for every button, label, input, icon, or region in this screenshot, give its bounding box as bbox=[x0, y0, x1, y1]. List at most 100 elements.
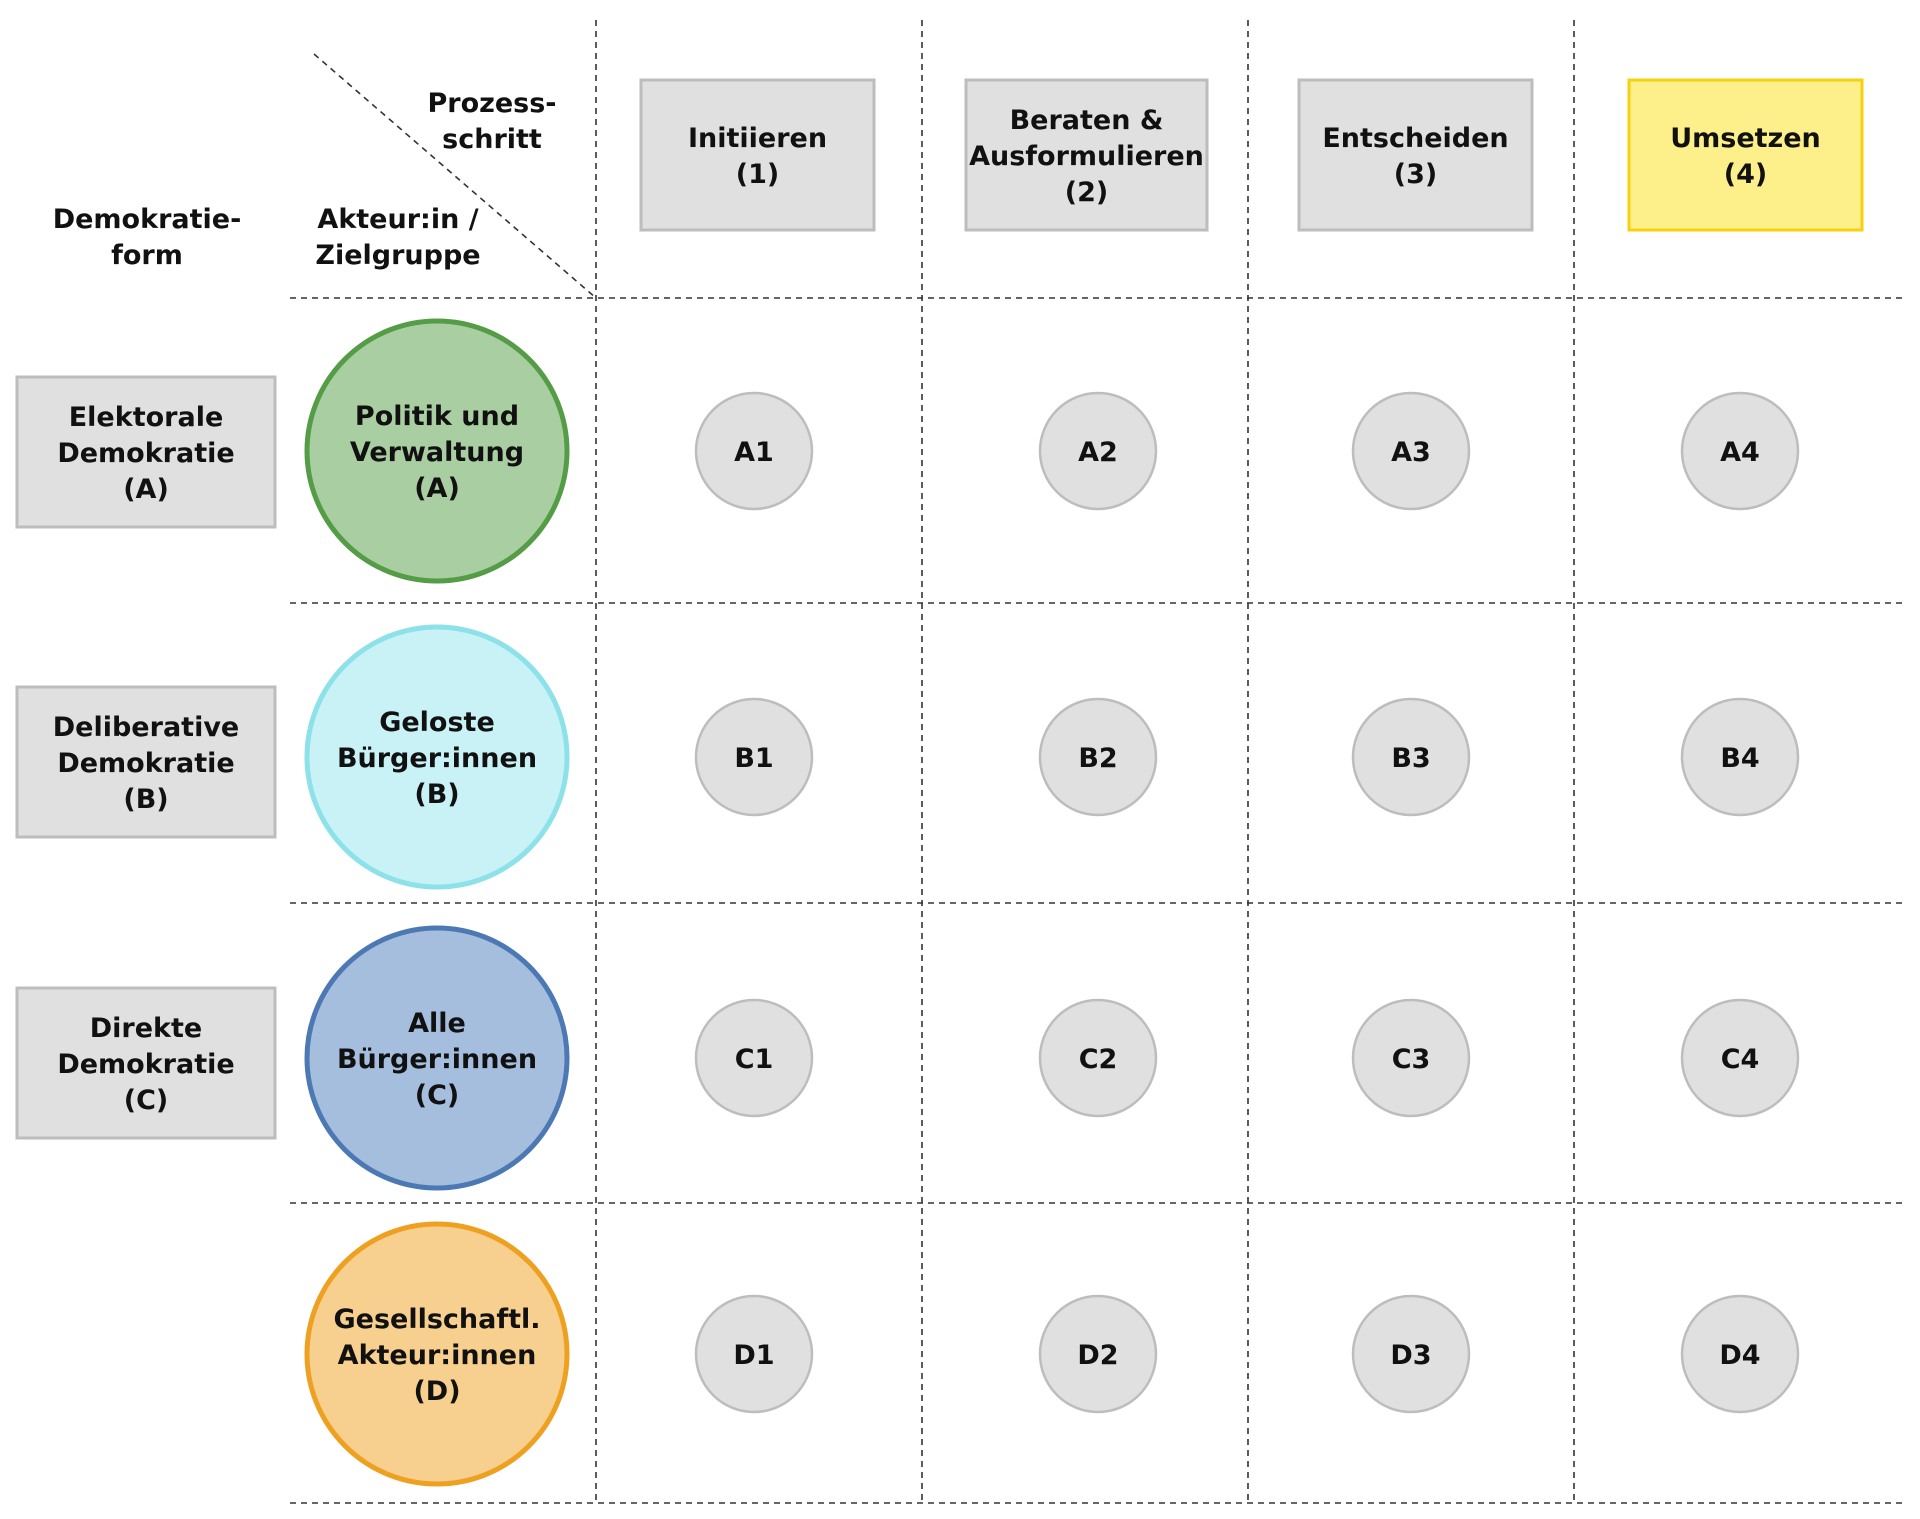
actor-circle bbox=[304, 318, 570, 584]
democracy-form-box bbox=[15, 685, 277, 839]
header-prozessschritt: Prozess-schritt bbox=[427, 88, 556, 155]
actor-a-line-2: Verwaltung bbox=[350, 437, 524, 468]
actor-b-line-1: Geloste bbox=[379, 707, 495, 738]
cell-label: A3 bbox=[1391, 437, 1431, 468]
process-step-1-line-1: Initiieren bbox=[688, 123, 827, 154]
cell-circle bbox=[1038, 697, 1158, 817]
actor-circle bbox=[304, 1221, 570, 1487]
democracy-form-a-line-2: Demokratie bbox=[57, 438, 234, 469]
process-step-box bbox=[964, 78, 1209, 232]
process-step-label: Entscheiden(3) bbox=[1322, 123, 1508, 190]
cell-circle bbox=[1038, 1294, 1158, 1414]
process-step-2-line-2: Ausformulieren bbox=[969, 141, 1204, 172]
cell-circle bbox=[1351, 697, 1471, 817]
cell-d1: D1 bbox=[694, 1294, 814, 1414]
democracy-form-c-line-3: (C) bbox=[124, 1085, 169, 1116]
democracy-form-c-line-2: Demokratie bbox=[57, 1049, 234, 1080]
cell-b2: B2 bbox=[1038, 697, 1158, 817]
header-akteur-line-1: Akteur:in / bbox=[317, 204, 478, 235]
cell-circle bbox=[1680, 391, 1800, 511]
cell-circle bbox=[1680, 1294, 1800, 1414]
cell-circle bbox=[1680, 998, 1800, 1118]
cell-a1: A1 bbox=[694, 391, 814, 511]
cell-d4: D4 bbox=[1680, 1294, 1800, 1414]
actor-c-line-1: Alle bbox=[408, 1008, 466, 1039]
process-step-label: Umsetzen (4) bbox=[1670, 123, 1821, 190]
cell-c1: C1 bbox=[694, 998, 814, 1118]
header-demokratieform-line-1: Demokratie- bbox=[53, 204, 242, 235]
process-step-1-line-2: (1) bbox=[736, 159, 779, 190]
cell-label: B4 bbox=[1720, 743, 1759, 774]
actor-circle bbox=[304, 925, 570, 1191]
cell-b1: B1 bbox=[694, 697, 814, 817]
cell-circle bbox=[1038, 391, 1158, 511]
cell-circle bbox=[1351, 1294, 1471, 1414]
cell-label: D1 bbox=[733, 1340, 774, 1371]
cell-circle bbox=[694, 1294, 814, 1414]
header-demokratieform-line-2: form bbox=[111, 240, 183, 271]
header-diagonal bbox=[313, 53, 597, 299]
process-step-4-line-1: Umsetzen bbox=[1670, 123, 1821, 154]
process-step-box bbox=[639, 78, 876, 232]
process-step-2-line-1: Beraten & bbox=[1010, 105, 1164, 136]
cell-c4: C4 bbox=[1680, 998, 1800, 1118]
header-demokratieform: Demokratie-form bbox=[53, 204, 242, 271]
cell-label: D3 bbox=[1390, 1340, 1431, 1371]
process-step-2: Beraten & Ausformulieren (2) bbox=[964, 78, 1209, 232]
cell-a2: A2 bbox=[1038, 391, 1158, 511]
process-step-4: Umsetzen (4) bbox=[1627, 78, 1864, 232]
democracy-form-a-line-3: (A) bbox=[123, 474, 169, 505]
cell-label: D2 bbox=[1077, 1340, 1118, 1371]
process-step-4-line-2: (4) bbox=[1724, 159, 1767, 190]
cell-d3: D3 bbox=[1351, 1294, 1471, 1414]
cell-label: B2 bbox=[1078, 743, 1117, 774]
grid-lines bbox=[290, 20, 1905, 1505]
actor-b-line-3: (B) bbox=[414, 779, 459, 810]
cell-label: D4 bbox=[1719, 1340, 1760, 1371]
process-step-2-line-3: (2) bbox=[1065, 177, 1108, 208]
cell-label: B1 bbox=[734, 743, 773, 774]
process-step-3-line-1: Entscheiden bbox=[1322, 123, 1508, 154]
process-step-label: Beraten & Ausformulieren (2) bbox=[969, 105, 1204, 208]
process-step-box bbox=[1627, 78, 1864, 232]
actor-label: Gesellschaftl.Akteur:innen(D) bbox=[333, 1304, 540, 1407]
cell-label: C1 bbox=[735, 1044, 774, 1075]
actor-d: Gesellschaftl.Akteur:innen(D) bbox=[304, 1221, 570, 1487]
process-step-box bbox=[1297, 78, 1534, 232]
cell-circle bbox=[1038, 998, 1158, 1118]
democracy-form-box bbox=[15, 375, 277, 529]
cell-circle bbox=[694, 697, 814, 817]
cell-a4: A4 bbox=[1680, 391, 1800, 511]
actor-circle bbox=[304, 624, 570, 890]
header-akteur-zielgruppe: Akteur:in /Zielgruppe bbox=[315, 204, 480, 271]
cell-label: A1 bbox=[734, 437, 774, 468]
actor-d-line-2: Akteur:innen bbox=[338, 1340, 537, 1371]
actor-c-line-3: (C) bbox=[415, 1080, 460, 1111]
cell-label: A2 bbox=[1078, 437, 1118, 468]
democracy-form-b-line-2: Demokratie bbox=[57, 748, 234, 779]
democracy-form-box bbox=[15, 986, 277, 1140]
actor-c-line-2: Bürger:innen bbox=[337, 1044, 537, 1075]
cell-label: C4 bbox=[1721, 1044, 1760, 1075]
process-steps: Initiieren (1) Beraten & Ausformulieren (2) E… bbox=[639, 78, 1864, 232]
cell-circle bbox=[1351, 998, 1471, 1118]
cell-circle bbox=[1680, 697, 1800, 817]
actor-b-line-2: Bürger:innen bbox=[337, 743, 537, 774]
cell-a3: A3 bbox=[1351, 391, 1471, 511]
cell-c2: C2 bbox=[1038, 998, 1158, 1118]
cell-b4: B4 bbox=[1680, 697, 1800, 817]
cell-circle bbox=[1351, 391, 1471, 511]
actor-d-line-3: (D) bbox=[413, 1376, 460, 1407]
process-step-1: Initiieren (1) bbox=[639, 78, 876, 232]
process-step-3: Entscheiden(3) bbox=[1297, 78, 1534, 232]
